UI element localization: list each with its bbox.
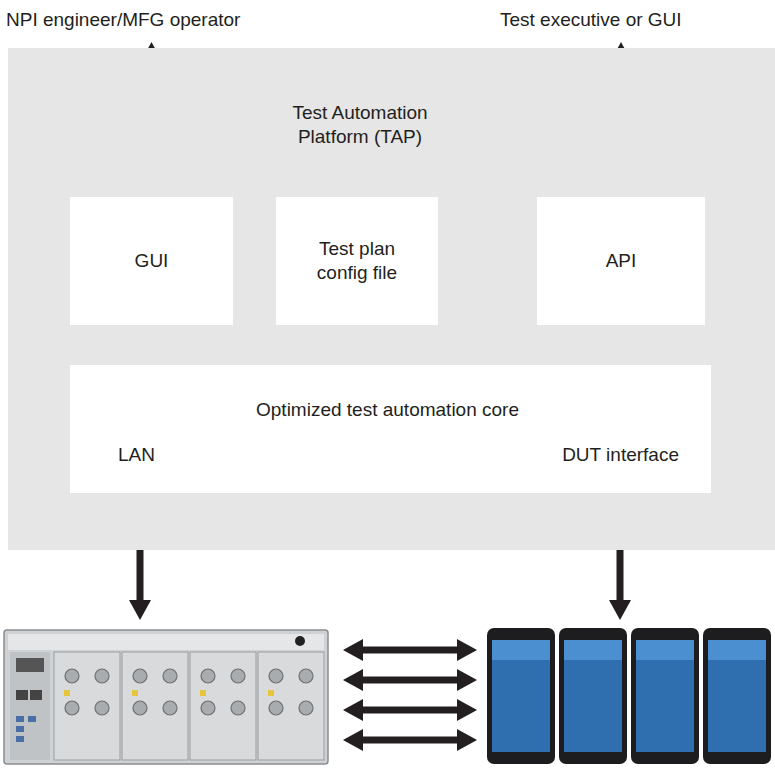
node-label: Test executive or GUI <box>500 8 770 32</box>
test-instrument <box>4 630 328 764</box>
node-label: GUI <box>135 249 169 273</box>
node-label: Test Automation Platform (TAP) <box>265 101 455 149</box>
mobile-devices <box>487 628 771 764</box>
node-label: NPI engineer/MFG operator <box>6 8 336 32</box>
platform-band: GUI Test plan config file API Optimized tes… <box>8 48 775 550</box>
node-label: Optimized test automation core <box>70 398 705 422</box>
actor-label: Test executive or GUI <box>500 6 775 36</box>
node-sublabel: DUT interface <box>562 443 679 467</box>
module-box: Test plan config file <box>276 197 438 325</box>
module-box: API <box>537 197 705 325</box>
actor-label: NPI engineer/MFG operator <box>6 6 342 36</box>
core-box: Optimized test automation coreLAN DUT int… <box>70 365 711 493</box>
node-sublabel: LAN <box>118 443 155 467</box>
node-label: Test plan config file <box>302 237 412 285</box>
node-label: API <box>606 249 637 273</box>
module-box: GUI <box>70 197 233 325</box>
